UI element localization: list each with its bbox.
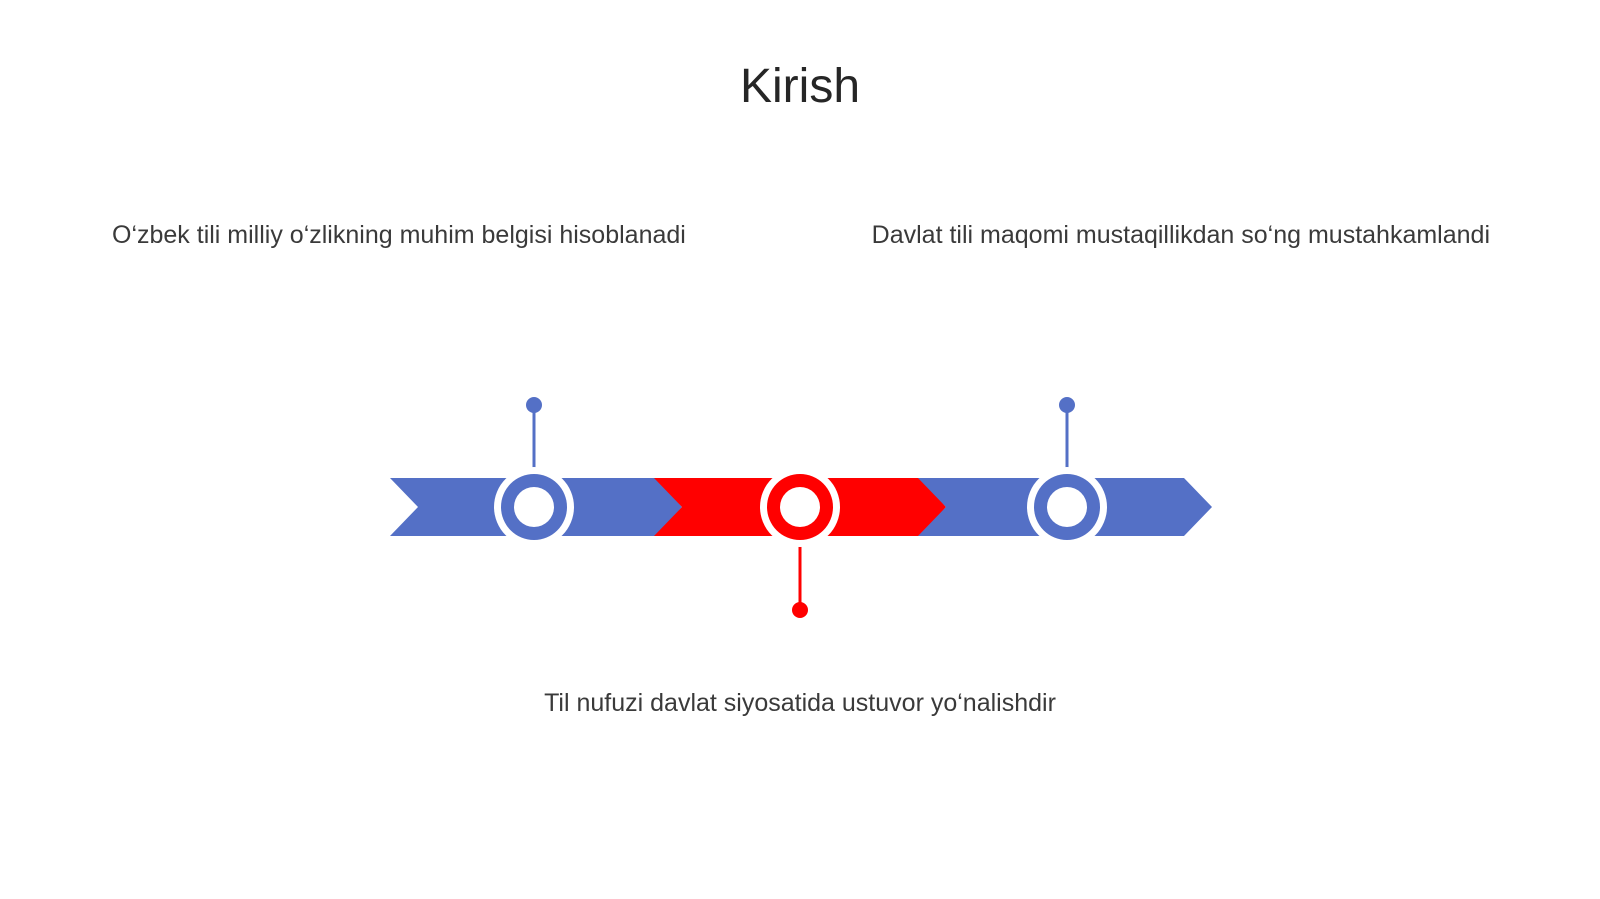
milestone-1-pin-dot (526, 397, 542, 413)
slide-title: Kirish (739, 60, 861, 113)
milestone-3-ring-inner (1047, 487, 1087, 527)
milestone-1-ring (494, 467, 574, 547)
milestone-2-label: Til nufuzi davlat siyosatida ustuvor yo‘… (544, 689, 1056, 717)
milestone-3-label: Davlat tili maqomi mustaqillikdan so‘ng … (871, 221, 1490, 249)
milestone-1-ring-inner (514, 487, 554, 527)
milestone-3-ring (1027, 467, 1107, 547)
milestone-2-ring (760, 467, 840, 547)
milestone-1-label: O‘zbek tili milliy o‘zlikning muhim belg… (112, 221, 686, 249)
milestone-2-pin-dot (792, 602, 808, 618)
milestone-2-ring-inner (780, 487, 820, 527)
milestone-3-pin-dot (1059, 397, 1075, 413)
